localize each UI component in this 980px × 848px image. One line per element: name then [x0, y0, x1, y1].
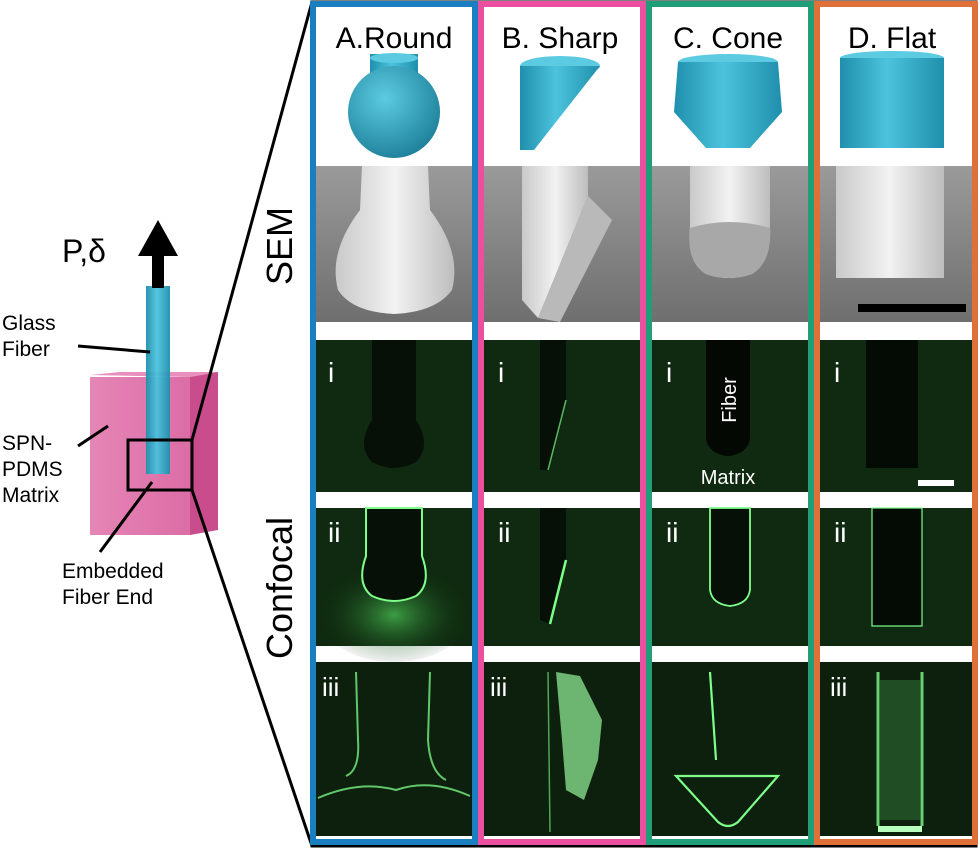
- confocal-round-i-fiber: [364, 340, 424, 468]
- matrix-block-side: [190, 372, 218, 535]
- confocal-flat-i-fiber: [866, 340, 918, 468]
- glass-fiber: [146, 286, 170, 474]
- confocal-sharp-ii-fiber: [540, 508, 566, 624]
- row-label-sem: SEM: [259, 207, 300, 285]
- column-border-cone: [646, 1, 814, 845]
- row-label-sharp-ii: ii: [498, 517, 510, 548]
- sem-sharp-facet: [538, 196, 612, 322]
- model-round-ball: [348, 66, 440, 158]
- column-title-cone: C. Cone: [673, 22, 783, 55]
- row-label-sharp-i: i: [498, 357, 504, 388]
- embedded-end-box: [126, 438, 194, 492]
- model-sharp-body: [520, 66, 600, 150]
- confocal-sharp-iii-edge: [547, 671, 551, 833]
- glass-fiber-label-line1: Glass: [2, 312, 56, 335]
- confocal-flat-iii-tip: [878, 826, 922, 832]
- confocal-round-iii: [316, 662, 473, 836]
- row-label-round-i: i: [328, 357, 334, 388]
- schematic: P,δ Glass Fiber SPN- PDMS Matrix Embedde…: [2, 1, 314, 847]
- confocal-flat-iii: [820, 662, 972, 836]
- column-title-sharp: B. Sharp: [502, 22, 619, 55]
- model-round-top: [370, 53, 418, 63]
- row-label-round-ii: ii: [328, 517, 340, 548]
- load-arrow-head: [138, 220, 178, 256]
- confocal-round-ii-glow: [316, 558, 472, 662]
- column-border-round: [310, 1, 478, 845]
- confocal-flat-iii-edges: [876, 672, 924, 826]
- row-label-cone-ii: ii: [666, 517, 678, 548]
- annotation-matrix: Matrix: [701, 467, 755, 489]
- zoom-line-top: [190, 1, 314, 441]
- embedded-end-label-line2: Fiber End: [62, 586, 153, 609]
- confocal-cone-ii-fiber: [709, 507, 751, 607]
- embedded-end-leader: [98, 481, 154, 553]
- sem-cone-rough-tip: [689, 222, 771, 278]
- embedded-end-label-line1: Embedded: [62, 560, 164, 583]
- confocal-cone-iii: [652, 662, 808, 836]
- glass-fiber-label-line2: Fiber: [2, 338, 50, 361]
- matrix-leader: [77, 424, 109, 448]
- matrix-block-front: [90, 377, 190, 535]
- confocal-sharp-i-fiber: [540, 340, 566, 470]
- sem-scale-bar: [858, 304, 966, 312]
- row-label-flat-iii: iii: [830, 672, 847, 702]
- confocal-sharp-iii-streak: [556, 672, 602, 800]
- confocal-scale-bar: [918, 480, 954, 486]
- confocal-flat-ii-fiber: [871, 507, 923, 627]
- row-label-confocal: Confocal: [259, 517, 300, 659]
- column-border-sharp: [478, 1, 646, 845]
- column-cone: C. Cone Fiber Matrix i ii: [652, 22, 808, 836]
- annotation-fiber: Fiber: [719, 377, 741, 423]
- row-label-flat-ii: ii: [834, 517, 846, 548]
- matrix-label-line1: SPN-: [2, 432, 52, 455]
- column-title-flat: D. Flat: [848, 22, 937, 55]
- row-label-cone-i: i: [666, 357, 672, 388]
- zoom-line-bottom: [190, 489, 314, 847]
- column-title-round: A.Round: [336, 22, 453, 55]
- confocal-round-ii-fiber: [361, 507, 427, 602]
- confocal-cone-iii-edge: [673, 671, 781, 828]
- confocal-round-iii-edges: [317, 671, 471, 799]
- model-flat-body: [840, 58, 944, 148]
- model-cone-body: [674, 62, 782, 148]
- load-label: P,δ: [62, 233, 106, 269]
- column-sharp: B. Sharp i ii iii: [484, 22, 640, 836]
- sem-sharp-fiber: [522, 166, 588, 318]
- column-round: A.Round i ii iii: [316, 22, 473, 836]
- matrix-label-line2: PDMS: [2, 458, 63, 481]
- column-flat: D. Flat i ii iii: [820, 22, 972, 836]
- glass-fiber-leader: [77, 344, 151, 354]
- row-label-flat-i: i: [834, 357, 840, 388]
- column-border-flat: [814, 1, 978, 845]
- row-label-round-iii: iii: [322, 672, 339, 702]
- load-arrow-shaft: [152, 250, 164, 288]
- sem-round-fiber: [335, 166, 455, 314]
- confocal-sharp-i-edge: [547, 399, 567, 471]
- confocal-sharp-ii-edge: [548, 559, 568, 625]
- matrix-label-line3: Matrix: [2, 484, 60, 507]
- sem-flat-fiber: [836, 166, 944, 278]
- row-label-sharp-iii: iii: [490, 672, 507, 702]
- confocal-flat-iii-glow: [880, 680, 920, 820]
- confocal-cone-i-fiber: [706, 340, 750, 456]
